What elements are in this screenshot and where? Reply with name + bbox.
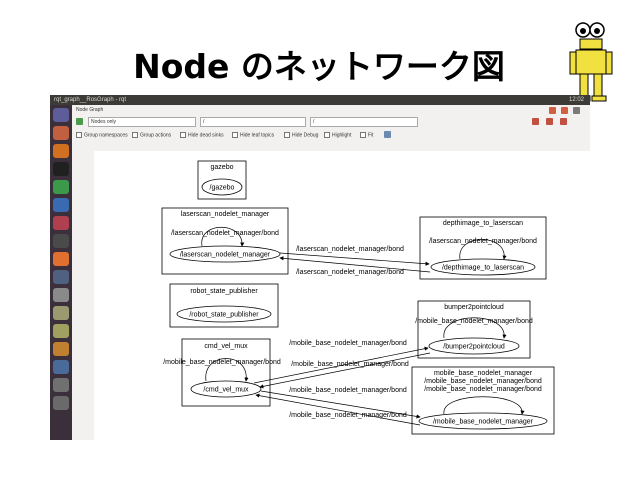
- edge-depth-self: [459, 239, 507, 260]
- system-top-bar: rqt_graph__RosGraph - rqt 12:02: [50, 95, 590, 105]
- files-icon[interactable]: [53, 126, 69, 140]
- hide-debug-checkbox[interactable]: Hide Debug: [284, 132, 318, 138]
- options-toolbar: Group namespaces Group actions Hide dead…: [72, 129, 590, 141]
- firefox-icon[interactable]: [53, 144, 69, 158]
- node-graph-canvas[interactable]: gazebo /gazebo laserscan_nodelet_manager…: [94, 151, 590, 440]
- export-icon[interactable]: [560, 118, 567, 125]
- node-bumper[interactable]: /bumper2pointcloud: [443, 344, 505, 351]
- node-ellipse-depthimage[interactable]: [430, 258, 536, 276]
- load-icon[interactable]: [546, 118, 553, 125]
- rqt-window: Node Graph Nodes only / / Group namespac…: [72, 105, 590, 440]
- reload-icon[interactable]: [561, 107, 568, 114]
- edge-cmd-vel-self: [205, 358, 249, 382]
- hide-debug-label: Hide Debug: [292, 132, 319, 139]
- node-cmd-vel[interactable]: /cmd_vel_mux: [203, 387, 249, 394]
- namespace-input[interactable]: /: [200, 117, 306, 127]
- node-gazebo[interactable]: /gazebo: [210, 185, 235, 192]
- help-icon[interactable]: [549, 107, 556, 114]
- unity-icon[interactable]: [53, 234, 69, 248]
- app-icon[interactable]: [53, 324, 69, 338]
- edge-label-mobile-4: /mobile_base_nodelet_manager/bond: [289, 412, 407, 419]
- edge-label-laserscan-2: /laserscan_nodelet_manager/bond: [296, 269, 404, 276]
- top-bar-title: rqt_graph__RosGraph - rqt: [54, 97, 127, 103]
- highlight-label: Highlight: [332, 132, 352, 139]
- group-label-gazebo: gazebo: [211, 164, 234, 171]
- dash-icon[interactable]: [53, 108, 69, 122]
- group-box-laserscan: [161, 207, 289, 275]
- editor-icon[interactable]: [53, 288, 69, 302]
- group-label-mobile-base: mobile_base_nodelet_manager: [434, 370, 533, 377]
- edge-depth-to-laserscan: [279, 256, 431, 273]
- hide-leaf-topics-label: Hide leaf topics: [240, 132, 275, 139]
- calc-icon[interactable]: [53, 180, 69, 194]
- edge-label-laserscan-self: /laserscan_nodelet_manager/bond: [171, 230, 279, 237]
- node-depthimage[interactable]: /depthimage_to_laserscan: [442, 265, 524, 272]
- edge-label-bumper-self: /mobile_base_nodelet_manager/bond: [415, 318, 533, 325]
- robot-logo: [569, 22, 613, 102]
- impress-icon[interactable]: [53, 216, 69, 230]
- fit-checkbox[interactable]: Fit: [360, 132, 374, 138]
- group-label-bumper: bumper2pointcloud: [444, 304, 504, 311]
- edge-bumper-to-cmd: [259, 352, 431, 389]
- group-label-robot-state: robot_state_publisher: [190, 288, 258, 295]
- edge-label-mobile-self-2: /mobile_base_nodelet_manager/bond: [424, 386, 542, 393]
- slide-title: Node のネットワーク図: [133, 47, 505, 86]
- node-robot-state[interactable]: /robot_state_publisher: [189, 312, 259, 319]
- group-actions-label: Group actions: [140, 132, 172, 139]
- edge-bumper-self: [443, 317, 507, 339]
- node-ellipse-bumper[interactable]: [428, 337, 520, 355]
- disk-icon[interactable]: [53, 378, 69, 392]
- hide-leaf-topics-checkbox[interactable]: Hide leaf topics: [232, 132, 274, 138]
- software-center-icon[interactable]: [53, 252, 69, 266]
- fit-label: Fit: [368, 132, 374, 139]
- trash-icon[interactable]: [53, 396, 69, 410]
- edge-label-depth-self: /laserscan_nodelet_manager/bond: [429, 238, 537, 245]
- edge-label-mobile-1: /mobile_base_nodelet_manager/bond: [289, 340, 407, 347]
- group-actions-checkbox[interactable]: Group actions: [132, 132, 171, 138]
- launcher: [50, 105, 72, 440]
- node-mobile-base[interactable]: /mobile_base_nodelet_manager: [433, 419, 534, 426]
- edge-label-cmd-vel-self: /mobile_base_nodelet_manager/bond: [163, 359, 281, 366]
- close-icon[interactable]: [573, 107, 580, 114]
- virtualbox-icon[interactable]: [53, 270, 69, 284]
- node-ellipse-robot-state[interactable]: [176, 305, 272, 323]
- group-namespaces-checkbox[interactable]: Group namespaces: [76, 132, 128, 138]
- group-label-cmd-vel: cmd_vel_mux: [204, 343, 248, 350]
- topic-input[interactable]: /: [310, 117, 418, 127]
- window-title: Node Graph: [76, 107, 104, 113]
- save-icon[interactable]: [532, 118, 539, 125]
- group-namespaces-label: Group namespaces: [84, 132, 128, 139]
- edge-laserscan-to-depth: [279, 252, 430, 266]
- screenshot: rqt_graph__RosGraph - rqt 12:02 Node Gra…: [50, 95, 590, 440]
- node-ellipse-gazebo[interactable]: [201, 178, 243, 196]
- edge-cmd-to-bumper: [253, 346, 429, 384]
- node-ellipse-cmd-vel[interactable]: [190, 380, 262, 398]
- terminal-icon[interactable]: [53, 162, 69, 176]
- hide-dead-sinks-checkbox[interactable]: Hide dead sinks: [180, 132, 224, 138]
- edge-mobile-to-cmd: [255, 393, 421, 426]
- edge-label-mobile-3: /mobile_base_nodelet_manager/bond: [289, 387, 407, 394]
- writer-icon[interactable]: [53, 198, 69, 212]
- edge-label-mobile-self-1: /mobile_base_nodelet_manager/bond: [424, 378, 542, 385]
- filter-toolbar: Nodes only / /: [72, 116, 590, 128]
- app-icon-2[interactable]: [53, 342, 69, 356]
- node-ellipse-laserscan[interactable]: [169, 245, 281, 263]
- edge-cmd-to-mobile: [260, 390, 421, 419]
- group-label-laserscan: laserscan_nodelet_manager: [181, 211, 270, 218]
- settings-icon[interactable]: [53, 306, 69, 320]
- node-ellipse-mobile-base[interactable]: [418, 412, 548, 430]
- clock: 12:02: [568, 97, 584, 103]
- hide-dead-sinks-label: Hide dead sinks: [188, 132, 224, 139]
- screenshot-icon[interactable]: [384, 131, 391, 138]
- edge-laserscan-self: [201, 226, 245, 247]
- refresh-icon[interactable]: [76, 118, 83, 125]
- edge-label-laserscan-1: /laserscan_nodelet_manager/bond: [296, 246, 404, 253]
- edge-label-mobile-2: /mobile_base_nodelet_manager/bond: [291, 361, 409, 368]
- group-label-depthimage: depthimage_to_laserscan: [443, 220, 523, 227]
- cad-icon[interactable]: [53, 360, 69, 374]
- highlight-checkbox[interactable]: Highlight: [324, 132, 351, 138]
- node-laserscan[interactable]: /laserscan_nodelet_manager: [180, 252, 271, 259]
- filter-select[interactable]: Nodes only: [88, 117, 196, 127]
